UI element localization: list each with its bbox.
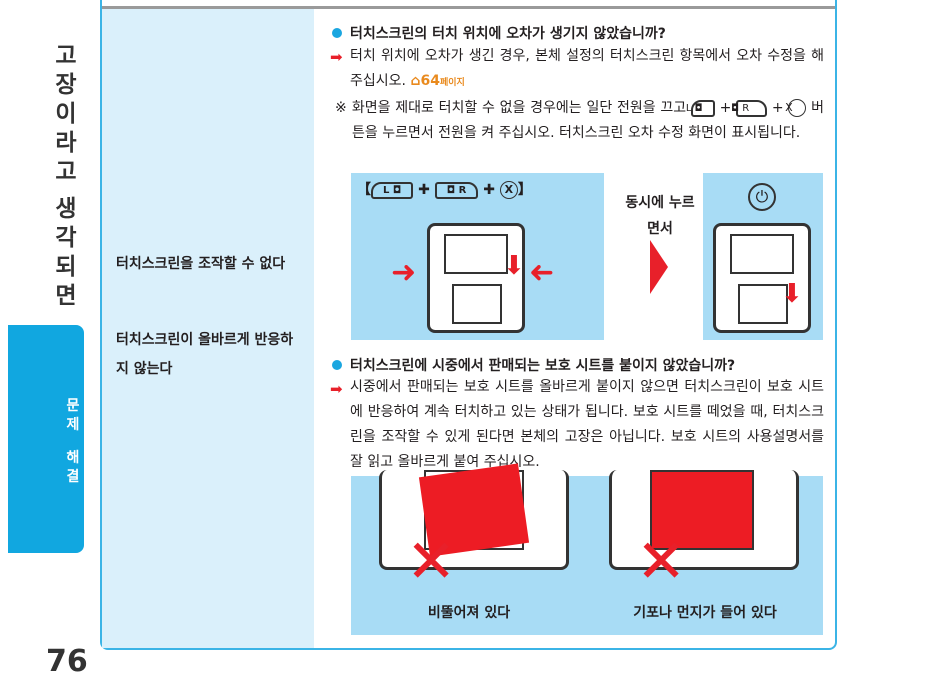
caption-bubbles: 기포나 먼지가 들어 있다 bbox=[633, 605, 777, 621]
console-icon bbox=[713, 223, 811, 333]
r-button-icon: ◘ R bbox=[434, 181, 479, 199]
question-2: 터치스크린에 시중에서 판매되는 보호 시트를 붙이지 않았습니까? bbox=[332, 356, 735, 376]
plus: + bbox=[719, 100, 732, 116]
section-title: 고 장 이 라 고 생 각 되 면 bbox=[48, 42, 84, 311]
caption-misaligned: 비뚤어져 있다 bbox=[427, 605, 511, 621]
title-char: 라 bbox=[55, 130, 77, 156]
note-text: 버튼을 누르면서 전원을 켜 주십시오. 터치스크린 오차 수정 화면이 표시됩… bbox=[352, 100, 825, 141]
note-1: ※ 화면을 제대로 터치할 수 없을 경우에는 일단 전원을 끄고 L ◘ + … bbox=[335, 96, 824, 146]
simultaneous-caption: 동시에 누르면서 bbox=[625, 195, 695, 237]
ref-suffix: 페이지 bbox=[439, 78, 465, 88]
tab-char: 결 bbox=[66, 469, 80, 485]
title-char: 장 bbox=[55, 72, 77, 98]
power-icon: ⏻ bbox=[748, 183, 776, 211]
press-arrow-icon: ➜ bbox=[391, 255, 417, 290]
l-button-icon: L ◘ bbox=[371, 181, 414, 199]
title-char: 되 bbox=[55, 254, 77, 280]
bullet-icon bbox=[332, 28, 342, 38]
arrow-right-icon: ➡ bbox=[330, 48, 343, 66]
press-arrow-icon: ⬇ bbox=[503, 251, 525, 281]
question-text: 터치스크린의 터치 위치에 오차가 생기지 않았습니까? bbox=[350, 26, 666, 42]
divider bbox=[102, 6, 835, 9]
x-button-icon: X bbox=[499, 181, 518, 199]
troubleshooting-tab[interactable]: 문 제 해 결 bbox=[8, 325, 84, 553]
answer-2: 시중에서 판매되는 보호 시트를 올바르게 붙이지 않으면 터치스크린이 보호 … bbox=[350, 379, 824, 470]
title-char: 고 bbox=[55, 43, 77, 69]
title-char: 생 bbox=[55, 196, 77, 222]
symptom-column bbox=[102, 9, 314, 648]
bubbled-sheet bbox=[650, 470, 754, 550]
question-text: 터치스크린에 시중에서 판매되는 보호 시트를 붙이지 않았습니까? bbox=[350, 358, 736, 374]
plus: + bbox=[771, 100, 784, 116]
title-char: 고 bbox=[55, 159, 77, 185]
next-arrow-icon bbox=[650, 240, 668, 294]
answer-text: 터치 위치에 오차가 생긴 경우, 본체 설정의 터치스크린 항목에서 오차 수… bbox=[350, 48, 824, 89]
power-on-illustration: ⏻ ⬇ bbox=[703, 173, 823, 340]
bottom-screen bbox=[452, 284, 502, 324]
tab-char: 문 bbox=[66, 398, 80, 414]
x-mark-icon: ✕ bbox=[636, 527, 687, 597]
top-screen bbox=[730, 234, 794, 274]
console-icon bbox=[427, 223, 525, 333]
title-char: 이 bbox=[55, 101, 77, 127]
press-arrow-icon: ➜ bbox=[529, 255, 555, 290]
title-char: 각 bbox=[55, 225, 77, 251]
protective-sheet-illustration: ✕ 비뚤어져 있다 ✕ 기포나 먼지가 들어 있다 bbox=[351, 463, 823, 635]
button-combo: 【L ◘ ✚ ◘ R ✚ X】 bbox=[357, 181, 532, 199]
page-reference[interactable]: ⌂64페이지 bbox=[410, 73, 465, 89]
x-button-icon: X bbox=[785, 99, 807, 117]
ref-page: 64 bbox=[420, 73, 440, 89]
content-frame bbox=[100, 0, 837, 650]
top-screen bbox=[444, 234, 508, 274]
bullet-icon bbox=[332, 360, 342, 370]
answer-1: 터치 위치에 오차가 생긴 경우, 본체 설정의 터치스크린 항목에서 오차 수… bbox=[350, 44, 824, 96]
console-icon bbox=[379, 463, 569, 570]
page-number: 76 bbox=[46, 644, 88, 679]
button-combo-illustration: 【L ◘ ✚ ◘ R ✚ X】 ➜ ➜ ⬇ bbox=[351, 173, 604, 340]
r-button-icon: ◘ R bbox=[731, 99, 768, 117]
x-mark-icon: ✕ bbox=[406, 527, 457, 597]
console-icon bbox=[609, 470, 799, 570]
bottom-screen bbox=[738, 284, 788, 324]
title-char: 면 bbox=[55, 283, 77, 309]
tab-label: 문 제 해 결 bbox=[64, 397, 82, 487]
tab-char: 제 bbox=[66, 417, 80, 433]
note-mark: ※ bbox=[335, 100, 348, 116]
arrow-right-icon: ➡ bbox=[330, 380, 343, 398]
question-1: 터치스크린의 터치 위치에 오차가 생기지 않았습니까? bbox=[332, 24, 666, 44]
l-button-icon: L ◘ bbox=[686, 99, 715, 117]
title-gap bbox=[48, 187, 84, 195]
symptom-1: 터치스크린을 조작할 수 없다 bbox=[116, 256, 286, 272]
tab-char: 해 bbox=[66, 450, 80, 466]
symptom-2: 터치스크린이 올바르게 반응하지 않는다 bbox=[116, 332, 294, 377]
press-arrow-icon: ⬇ bbox=[781, 279, 803, 309]
tab-gap bbox=[64, 435, 82, 449]
note-text: 화면을 제대로 터치할 수 없을 경우에는 일단 전원을 끄고 bbox=[351, 100, 687, 116]
